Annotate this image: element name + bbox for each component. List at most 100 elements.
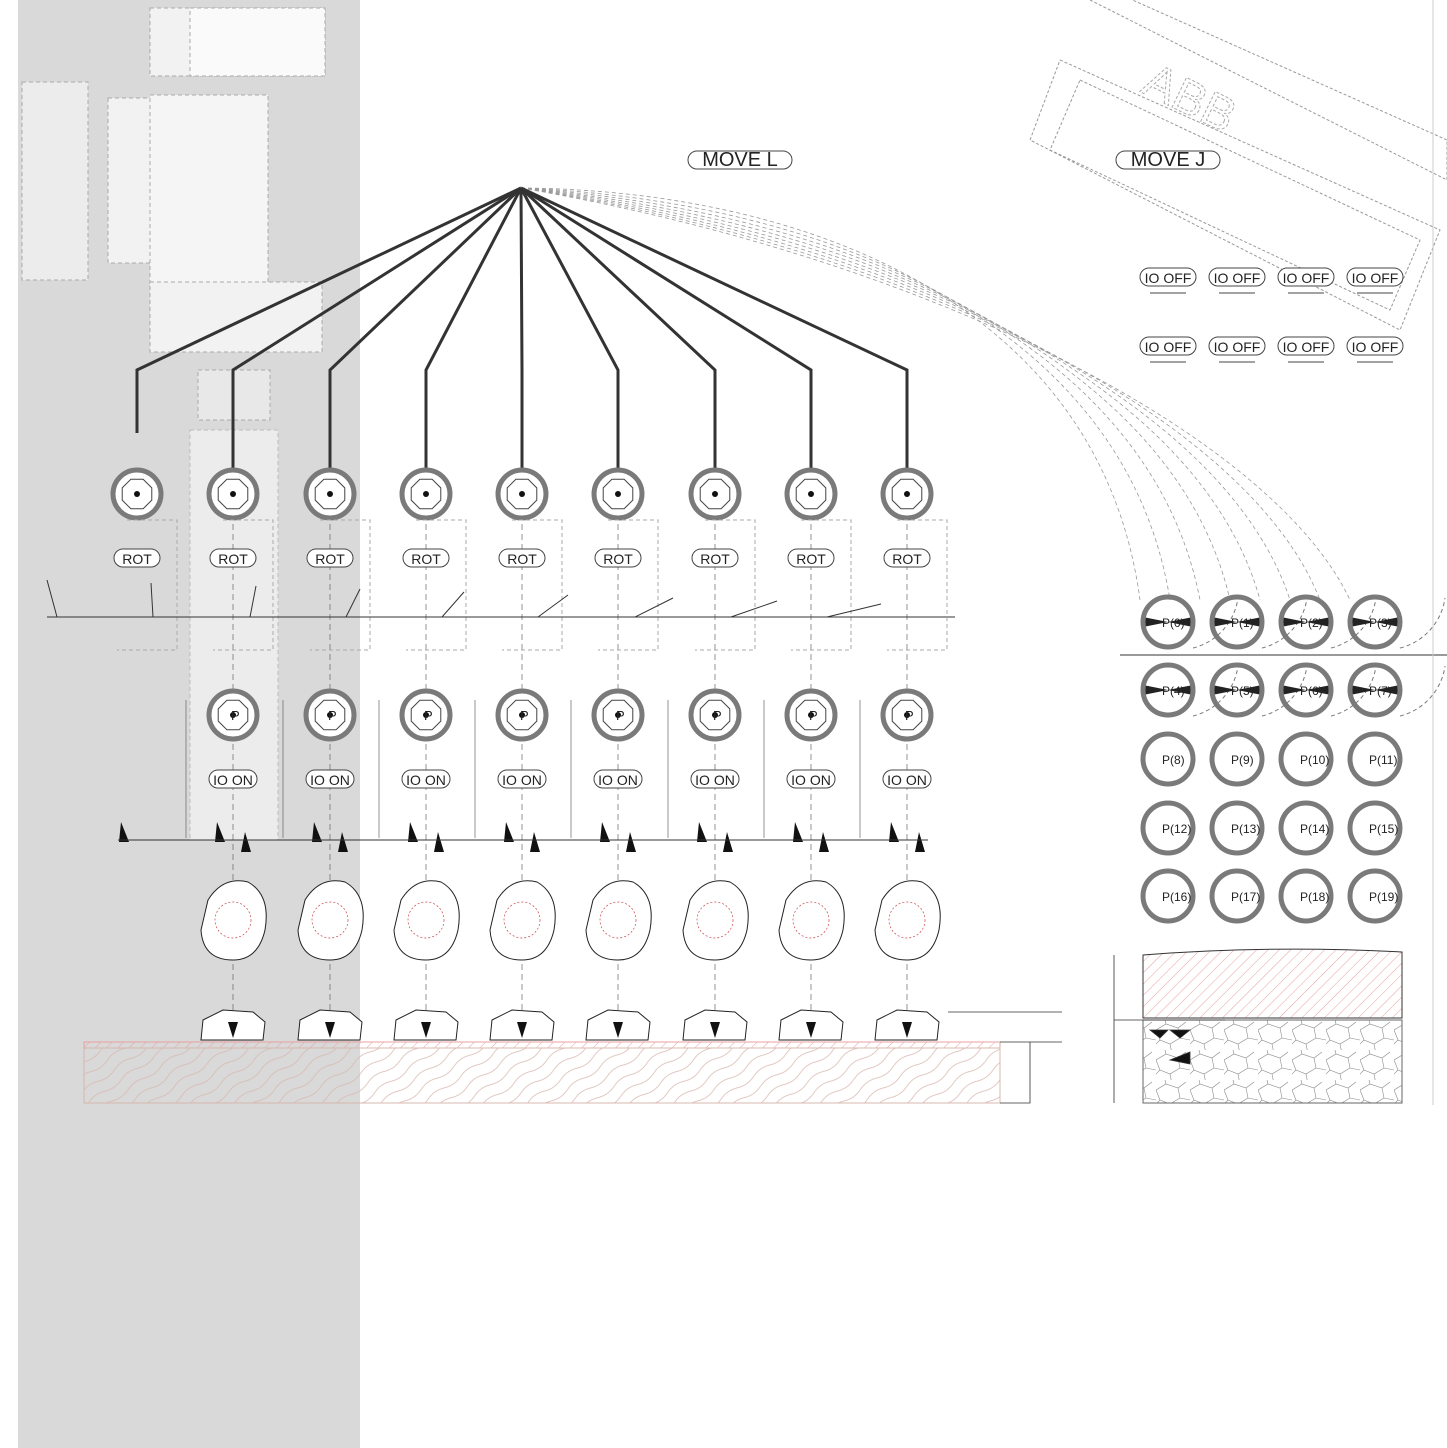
point-0: P(0) bbox=[1140, 594, 1239, 650]
rotation-arc bbox=[1330, 665, 1377, 717]
center-point bbox=[230, 491, 236, 497]
tool-outline-dashed bbox=[213, 519, 274, 651]
point-label: P(10) bbox=[1300, 753, 1329, 767]
rot-label-0-outline bbox=[113, 548, 161, 568]
point-7: P(7) bbox=[1347, 662, 1446, 718]
toolpath-arc bbox=[520, 187, 1231, 601]
triangle-marker-icon bbox=[312, 822, 322, 842]
octagon-icon bbox=[121, 478, 153, 510]
io-off-label-1: IO OFF bbox=[1208, 267, 1266, 287]
point-ring bbox=[1278, 594, 1334, 650]
io-off-label-2-text: IO OFF bbox=[1283, 270, 1330, 286]
inner-pattern bbox=[792, 901, 830, 939]
io-on-label-3: IO ON bbox=[401, 769, 451, 789]
rot-label-8-outline bbox=[883, 548, 931, 568]
octagon-icon bbox=[699, 699, 731, 731]
io-on-label-1-outline bbox=[208, 769, 258, 789]
io-off-label-4-text: IO OFF bbox=[1145, 339, 1192, 355]
center-point bbox=[134, 491, 140, 497]
robot-arm-sketch bbox=[21, 7, 326, 421]
point-label: P(2) bbox=[1300, 616, 1323, 630]
down-arrow-icon bbox=[517, 1022, 527, 1038]
wire-3 bbox=[424, 187, 523, 494]
point-circle-5: P bbox=[591, 688, 645, 742]
triangle-marker-icon bbox=[723, 832, 733, 852]
p-label: P bbox=[328, 708, 337, 723]
rot-label-5-outline bbox=[594, 548, 642, 568]
io-on-label-4-outline bbox=[497, 769, 547, 789]
rot-circle-8 bbox=[880, 467, 934, 521]
center-point bbox=[904, 491, 910, 497]
io-off-label-2: IO OFF bbox=[1277, 267, 1335, 287]
rot-circle-7 bbox=[784, 467, 838, 521]
rot-label-1-text: ROT bbox=[218, 551, 248, 567]
point-ring bbox=[1140, 800, 1196, 856]
material-blob bbox=[778, 880, 845, 961]
io-off-label-7-text: IO OFF bbox=[1352, 339, 1399, 355]
rot-circle-6 bbox=[688, 467, 742, 521]
octagon-icon bbox=[602, 699, 634, 731]
height-dimension bbox=[948, 1011, 1062, 1104]
toolpath-arc bbox=[520, 187, 1261, 601]
point-label: P(7) bbox=[1369, 684, 1392, 698]
io-off-label-5-text: IO OFF bbox=[1214, 339, 1261, 355]
bowtie-icon bbox=[1350, 617, 1400, 627]
octagon-icon bbox=[699, 478, 731, 510]
center-point bbox=[712, 712, 718, 718]
point-label: P(3) bbox=[1369, 616, 1392, 630]
io-on-label-7-text: IO ON bbox=[791, 772, 831, 788]
point-4: P(4) bbox=[1140, 662, 1239, 718]
tool-outline-dashed bbox=[598, 519, 659, 651]
octagon-icon bbox=[217, 478, 249, 510]
p-label: P bbox=[616, 708, 625, 723]
down-arrow-icon bbox=[710, 1022, 720, 1038]
rot-label-0-text: ROT bbox=[122, 551, 152, 567]
material-blob bbox=[682, 880, 749, 961]
point-13: P(13) bbox=[1209, 800, 1265, 856]
p-label: P bbox=[713, 708, 722, 723]
io-off-label-3-outline bbox=[1346, 267, 1404, 287]
rot-label-4-text: ROT bbox=[507, 551, 537, 567]
toolpath-arc bbox=[520, 187, 1291, 601]
rot-circle-1 bbox=[206, 467, 260, 521]
io-off-label-0-text: IO OFF bbox=[1145, 270, 1192, 286]
p-label: P bbox=[231, 708, 240, 723]
point-ring bbox=[1209, 800, 1265, 856]
io-off-label-4: IO OFF bbox=[1139, 336, 1197, 356]
rot-circle-3 bbox=[399, 467, 453, 521]
move-j-label: MOVE J bbox=[1115, 149, 1221, 171]
material-blob bbox=[585, 880, 652, 961]
io-off-label-7: IO OFF bbox=[1346, 336, 1404, 356]
down-arrow-icon bbox=[806, 1022, 816, 1038]
point-circle-7: P bbox=[784, 688, 838, 742]
tool-outline-dashed bbox=[791, 519, 852, 651]
center-point bbox=[615, 491, 621, 497]
io-off-label-7-outline bbox=[1346, 336, 1404, 356]
io-on-label-6-outline bbox=[690, 769, 740, 789]
down-arrow-icon bbox=[325, 1022, 335, 1038]
point-12: P(12) bbox=[1140, 800, 1196, 856]
octagon-icon bbox=[891, 699, 923, 731]
octagon-icon bbox=[410, 699, 442, 731]
down-arrow-icon bbox=[613, 1022, 623, 1038]
point-ring bbox=[1140, 594, 1196, 650]
wire-1 bbox=[231, 186, 522, 494]
rot-label-3: ROT bbox=[402, 548, 450, 568]
point-label: P(11) bbox=[1369, 753, 1397, 767]
io-off-label-6-outline bbox=[1277, 336, 1335, 356]
point-circle-4: P bbox=[495, 688, 549, 742]
rotation-arc bbox=[1192, 665, 1239, 717]
point-3: P(3) bbox=[1347, 594, 1446, 650]
io-off-label-5-outline bbox=[1208, 336, 1266, 356]
point-15: P(15) bbox=[1347, 800, 1403, 856]
point-ring bbox=[1140, 868, 1196, 924]
inner-pattern bbox=[888, 901, 926, 939]
tool-outline-dashed bbox=[117, 519, 178, 651]
bowtie-icon bbox=[1281, 617, 1331, 627]
rotation-arc bbox=[1399, 665, 1446, 717]
io-off-label-4-outline bbox=[1139, 336, 1197, 356]
io-on-label-3-text: IO ON bbox=[406, 772, 446, 788]
point-18: P(18) bbox=[1278, 868, 1334, 924]
io-off-label-6-text: IO OFF bbox=[1283, 339, 1330, 355]
